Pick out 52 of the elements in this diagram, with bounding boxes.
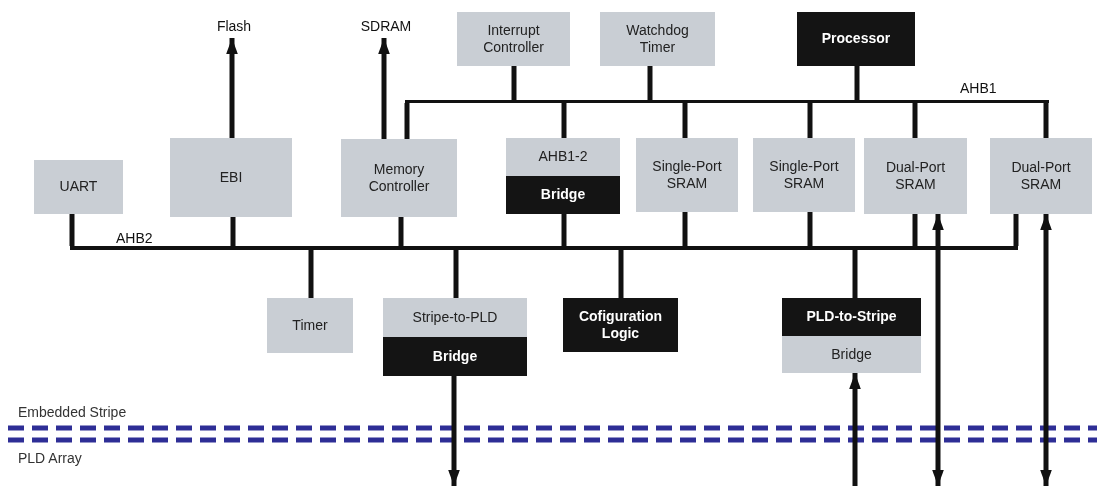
component-box: Single-Port SRAM (753, 138, 855, 212)
connector-line (230, 217, 236, 246)
connector-line (404, 103, 410, 139)
connector-line (682, 103, 688, 138)
component-box: Memory Controller (341, 139, 457, 217)
connector-line (807, 212, 813, 246)
component-label: AHB1-2 (506, 138, 620, 176)
connector-line (453, 250, 459, 298)
bus-line (405, 100, 1049, 103)
component-band: Bridge (506, 176, 620, 214)
memory-label: SDRAM (358, 18, 414, 34)
component-box: UART (34, 160, 123, 214)
connector-line (682, 212, 688, 246)
arrow (849, 373, 861, 486)
connector-line (1013, 214, 1019, 246)
connector-line (69, 214, 75, 246)
component-label: Bridge (782, 335, 921, 373)
connector-line (854, 66, 860, 100)
connector-line (647, 66, 653, 100)
connector-line (561, 214, 567, 246)
connector-line (308, 250, 314, 298)
arrow (1040, 214, 1052, 486)
connector-line (912, 103, 918, 138)
connector-line (618, 250, 624, 298)
arrow (448, 376, 460, 486)
connector-line (852, 250, 858, 298)
component-band: PLD-to-Stripe (782, 298, 921, 336)
component-box: Processor (797, 12, 915, 66)
component-box: Watchdog Timer (600, 12, 715, 66)
component-box: Cofiguration Logic (563, 298, 678, 352)
arrow (932, 214, 944, 486)
region-label: Embedded Stripe (18, 404, 127, 420)
connector-line (398, 217, 404, 246)
arrow (378, 38, 390, 139)
component-box: EBI (170, 138, 292, 217)
component-box: Dual-Port SRAM (990, 138, 1092, 214)
bus-label: AHB2 (116, 230, 153, 246)
connector-line (1043, 103, 1049, 138)
component-box: Dual-Port SRAM (864, 138, 967, 214)
bus-label: AHB1 (960, 80, 997, 96)
arrow (226, 38, 238, 138)
connector-line (561, 103, 567, 138)
component-box: Interrupt Controller (457, 12, 570, 66)
region-label: PLD Array (18, 450, 82, 466)
connector-line (511, 66, 517, 100)
component-band: Bridge (383, 337, 527, 376)
component-box: Single-Port SRAM (636, 138, 738, 212)
connector-line (912, 214, 918, 246)
component-label: Stripe-to-PLD (383, 298, 527, 337)
memory-label: Flash (212, 18, 256, 34)
component-box: Timer (267, 298, 353, 353)
connector-line (807, 103, 813, 138)
